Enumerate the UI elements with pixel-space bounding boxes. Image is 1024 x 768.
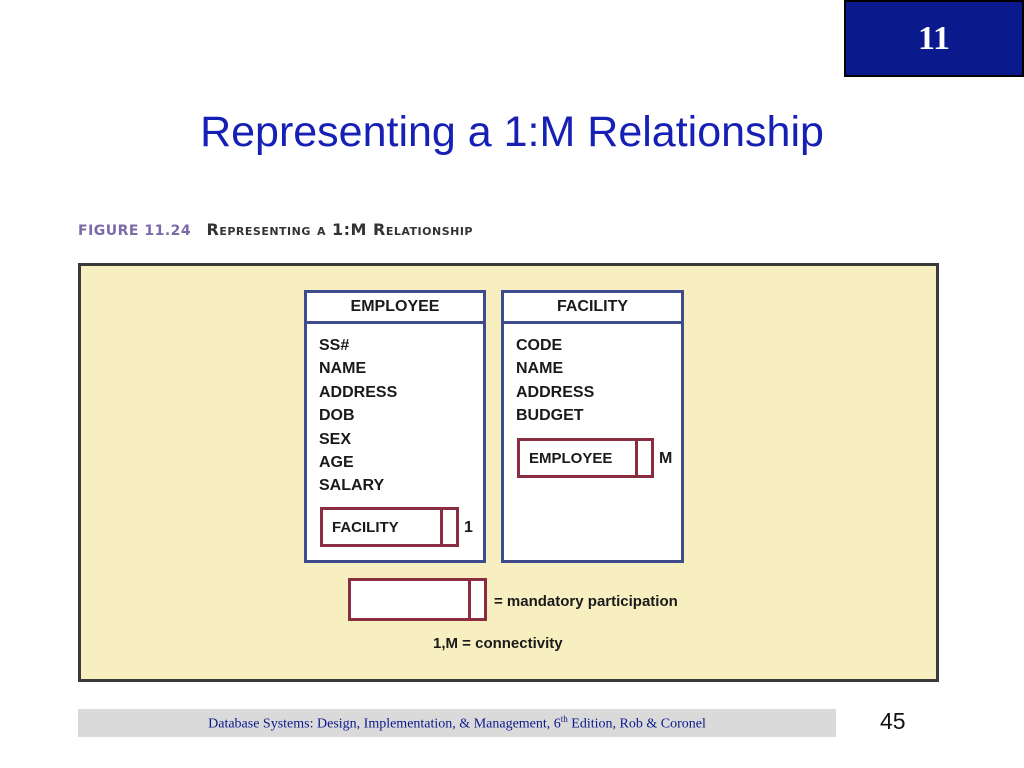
legend-mandatory-box xyxy=(348,578,487,621)
attribute: NAME xyxy=(319,360,367,378)
entity-employee-attributes: SS# NAME ADDRESS DOB SEX AGE SALARY xyxy=(307,324,483,498)
attribute: SEX xyxy=(319,430,352,448)
attribute: SALARY xyxy=(319,477,385,495)
entity-facility-name: FACILITY xyxy=(504,293,681,324)
relationship-label: FACILITY xyxy=(332,518,399,536)
entity-facility-attributes: CODE NAME ADDRESS BUDGET xyxy=(504,324,681,428)
attribute: ADDRESS xyxy=(319,383,398,401)
attribute: BUDGET xyxy=(516,407,584,425)
entity-employee-name: EMPLOYEE xyxy=(307,293,483,324)
mandatory-marker xyxy=(635,441,638,475)
legend-connectivity-text: 1,M = connectivity xyxy=(433,635,563,652)
attribute: SS# xyxy=(319,337,350,354)
figure-caption: FIGURE 11.24 Representing a 1:M Relation… xyxy=(78,220,473,239)
attribute: ADDRESS xyxy=(516,383,595,401)
page-number: 45 xyxy=(880,708,906,734)
figure-panel: EMPLOYEE SS# NAME ADDRESS DOB SEX AGE SA… xyxy=(78,263,939,682)
mandatory-marker xyxy=(440,510,443,544)
mandatory-marker xyxy=(468,581,471,618)
attribute: NAME xyxy=(516,360,564,378)
chapter-badge: 11 xyxy=(844,0,1024,77)
slide-title: Representing a 1:M Relationship xyxy=(200,108,824,156)
relationship-label: EMPLOYEE xyxy=(529,449,613,467)
attribute: AGE xyxy=(319,454,354,472)
entity-employee: EMPLOYEE SS# NAME ADDRESS DOB SEX AGE SA… xyxy=(304,290,486,563)
footer-text: Database Systems: Design, Implementation… xyxy=(208,713,706,732)
connectivity-label: 1 xyxy=(464,519,473,536)
relationship-box-employee: EMPLOYEE xyxy=(517,438,654,478)
attribute: CODE xyxy=(516,337,563,354)
chapter-number: 11 xyxy=(917,19,951,57)
connectivity-label: M xyxy=(659,450,673,467)
attribute: DOB xyxy=(319,407,355,425)
figure-name: Representing a 1:M Relationship xyxy=(206,220,473,239)
entity-facility: FACILITY CODE NAME ADDRESS BUDGET EMPLOY… xyxy=(501,290,684,563)
legend-mandatory-text: = mandatory participation xyxy=(494,593,678,610)
footer-bar: Database Systems: Design, Implementation… xyxy=(78,709,836,737)
relationship-box-facility: FACILITY xyxy=(320,507,459,547)
figure-number: FIGURE 11.24 xyxy=(78,223,192,239)
